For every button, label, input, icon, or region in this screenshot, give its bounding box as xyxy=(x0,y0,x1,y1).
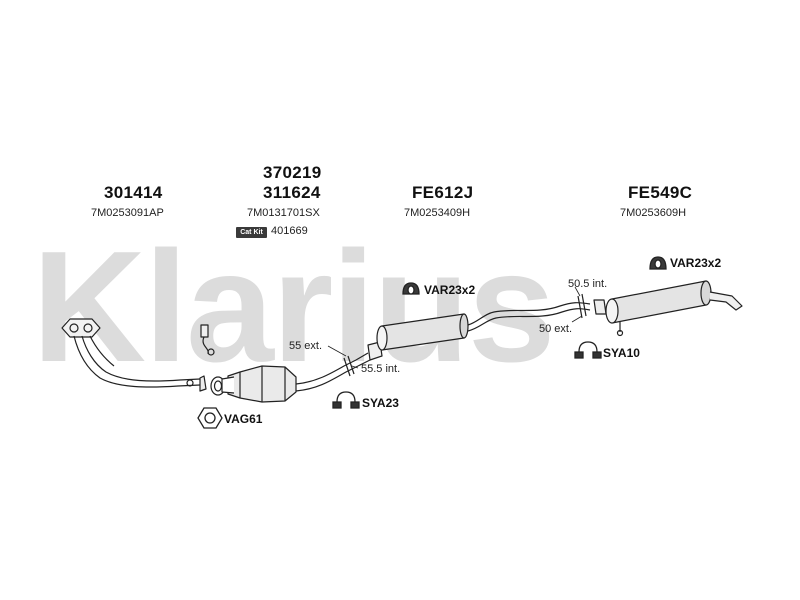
var-mount-icon-middle xyxy=(402,282,420,295)
catalytic-converter xyxy=(221,365,297,403)
sya10-label: SYA10 xyxy=(603,346,640,360)
var-label-rear: VAR23x2 xyxy=(670,256,722,270)
joint-55-ext-label: 55 ext. xyxy=(289,340,323,352)
sya10-clamp-icon xyxy=(574,341,602,359)
vag-gasket-icon xyxy=(197,407,223,429)
lambda-sensor xyxy=(200,324,215,356)
catalyst-oem-number: 7M0131701SX xyxy=(247,207,320,219)
middle-silencer-oem-number: 7M0253409H xyxy=(404,207,471,219)
front-pipe-part-number: 301414 xyxy=(104,183,163,202)
vag61-label: VAG61 xyxy=(224,412,263,426)
joint-50-ext-label: 50 ext. xyxy=(539,323,573,335)
front-pipe-oem-number: 7M0253091AP xyxy=(91,207,164,219)
rear-silencer xyxy=(605,280,743,337)
catalyst-part-number: 311624 xyxy=(263,183,321,202)
joint-55-5-int-label: 55.5 int. xyxy=(361,363,401,375)
var-mount-icon-rear xyxy=(649,256,667,270)
middle-silencer xyxy=(376,313,469,351)
front-pipe xyxy=(73,335,207,392)
klarius-watermark-logo: Klarius xyxy=(32,219,556,395)
cat-kit-badge: Cat Kit xyxy=(236,227,267,238)
front-pipe-flange xyxy=(61,318,101,338)
tail-connecting-pipe xyxy=(467,293,607,332)
sya23-clamp-icon xyxy=(332,391,360,409)
middle-silencer-part-number: FE612J xyxy=(412,183,474,202)
rear-silencer-part-number: FE549C xyxy=(628,183,693,202)
joint-50-5-int-label: 50.5 int. xyxy=(568,278,608,290)
var-label-middle: VAR23x2 xyxy=(424,283,476,297)
rear-silencer-oem-number: 7M0253609H xyxy=(620,207,687,219)
sya23-label: SYA23 xyxy=(362,396,399,410)
cat-kit-number: 401669 xyxy=(271,225,308,237)
catalyst-part-number-alt: 370219 xyxy=(263,163,322,182)
